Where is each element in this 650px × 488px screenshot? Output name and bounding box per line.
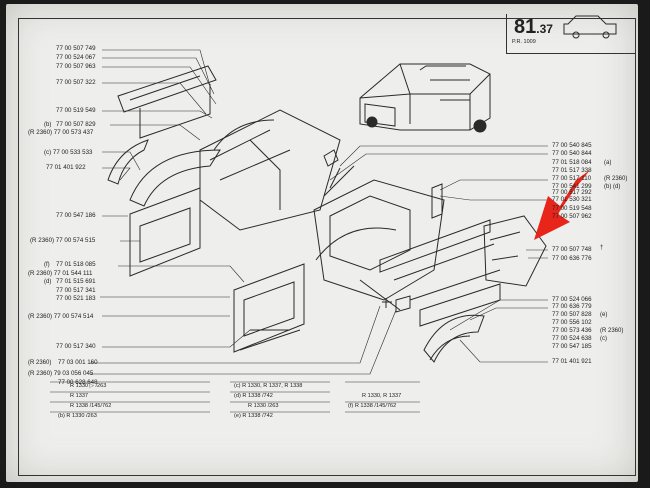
part-label: 77 00 556 102	[552, 319, 592, 326]
part-label: (R 2360) 77 00 573 437	[28, 129, 94, 136]
variant-note: (b) (d)	[604, 184, 621, 190]
part-label: 77 00 507 829	[56, 121, 96, 128]
legend-row: (e) R 1338 /742	[234, 413, 273, 419]
part-label: 77 01 518 085	[56, 261, 96, 268]
part-label: 77 01 530 321	[552, 196, 592, 203]
legend-row: R 1330 /263	[248, 403, 279, 409]
catalog-page: 81.37 P.R. 1009	[6, 4, 638, 482]
part-label: (R 2360) 77 01 544 111	[28, 270, 93, 277]
legend-row: R 1330, R 1337	[362, 393, 402, 399]
part-label: 77 00 540 845	[552, 142, 592, 149]
variant-note: (f)	[44, 262, 50, 268]
part-label: 77 00 507 322	[56, 79, 96, 86]
legend-row: (f) R 1338 /145/762	[348, 403, 397, 409]
part-label: 77 00 636 779	[552, 303, 592, 310]
header-box	[506, 14, 636, 54]
part-label: (R 2360) 79 03 056 045	[28, 370, 94, 377]
part-label: 77 03 001 160	[58, 359, 98, 366]
part-label: 77 00 507 962	[552, 213, 592, 220]
part-label: (c) 77 00 533 533	[44, 149, 93, 156]
part-label: 77 00 517 340	[56, 343, 96, 350]
part-label: 77 01 401 922	[46, 164, 86, 171]
part-label: 77 00 636 776	[552, 255, 592, 262]
left-side-panel	[199, 109, 341, 231]
variant-note: †	[600, 245, 604, 251]
car-side-icon	[563, 15, 617, 39]
variant-note: (c)	[600, 336, 607, 342]
part-label: 77 00 547 185	[552, 343, 592, 350]
left-wheel-arch	[107, 139, 221, 207]
variant-note: (R 2360)	[600, 328, 624, 334]
part-label: 77 00 524 067	[56, 54, 96, 61]
part-label: 77 00 573 436	[552, 327, 592, 334]
part-label: 77 00 507 749	[56, 45, 96, 52]
part-label: 77 00 517 292	[552, 189, 592, 196]
right-lower-arch	[423, 314, 485, 363]
part-label: 77 01 515 691	[56, 278, 96, 285]
right-side-frame	[313, 165, 445, 311]
part-label: 77 00 507 963	[56, 63, 96, 70]
part-label: 77 00 540 844	[552, 150, 592, 157]
car-body-drawing	[359, 63, 491, 133]
part-label: 77 00 507 828	[552, 311, 592, 318]
part-label: 77 00 524 638	[552, 335, 592, 342]
part-label: 77 00 541 299	[552, 183, 592, 190]
legend-row: R 1330 ▷ /263	[70, 383, 107, 389]
part-label: 77 00 519 549	[56, 107, 96, 114]
part-label: 77 00 524 066	[552, 296, 592, 303]
left-door-panel	[129, 187, 201, 277]
page-frame	[18, 18, 636, 476]
legend-row: (c) R 1330, R 1337, R 1338	[234, 383, 303, 389]
part-label: 77 00 521 183	[56, 295, 96, 302]
page-number: 81.37	[514, 16, 553, 38]
right-quarter-panel	[483, 215, 547, 287]
legend-row: R 1338 /145/762	[70, 403, 112, 409]
right-inner-rail	[379, 219, 501, 327]
part-label: 77 01 517 338	[552, 167, 592, 174]
part-label: 77 01 518 084	[552, 159, 592, 166]
variant-note: (R 2360)	[28, 360, 52, 366]
variant-note: (e)	[600, 312, 608, 318]
part-label: (R 2360) 77 00 574 514	[28, 313, 94, 320]
part-label: 77 00 628 648	[58, 379, 98, 386]
variant-note: (d)	[44, 279, 52, 285]
part-label: 77 00 547 186	[56, 212, 96, 219]
part-label: 77 00 519 548	[552, 205, 592, 212]
part-label: 77 00 507 748	[552, 246, 592, 253]
part-label: 77 00 517 110	[552, 175, 592, 182]
red-arrow-icon	[534, 170, 590, 240]
leader-lines	[90, 49, 548, 375]
small-brackets	[323, 149, 443, 313]
legend-row: (b) R 1330 /263	[58, 413, 97, 419]
legend-row: (d) R 1338 /742	[234, 393, 273, 399]
left-lower-panel	[233, 263, 305, 353]
variant-note: (R 2360)	[604, 176, 628, 182]
variant-note: (a)	[604, 160, 612, 166]
legend-row: R 1337	[70, 393, 89, 399]
legend-table-lines	[50, 381, 420, 413]
part-label: (R 2360) 77 00 574 515	[30, 237, 96, 244]
part-label: 77 00 517 341	[56, 287, 96, 294]
part-label: 77 01 401 921	[552, 358, 592, 365]
left-upper-rail	[117, 65, 217, 139]
variant-note: (b)	[44, 122, 52, 128]
pr-reference: P.R. 1009	[512, 39, 536, 45]
